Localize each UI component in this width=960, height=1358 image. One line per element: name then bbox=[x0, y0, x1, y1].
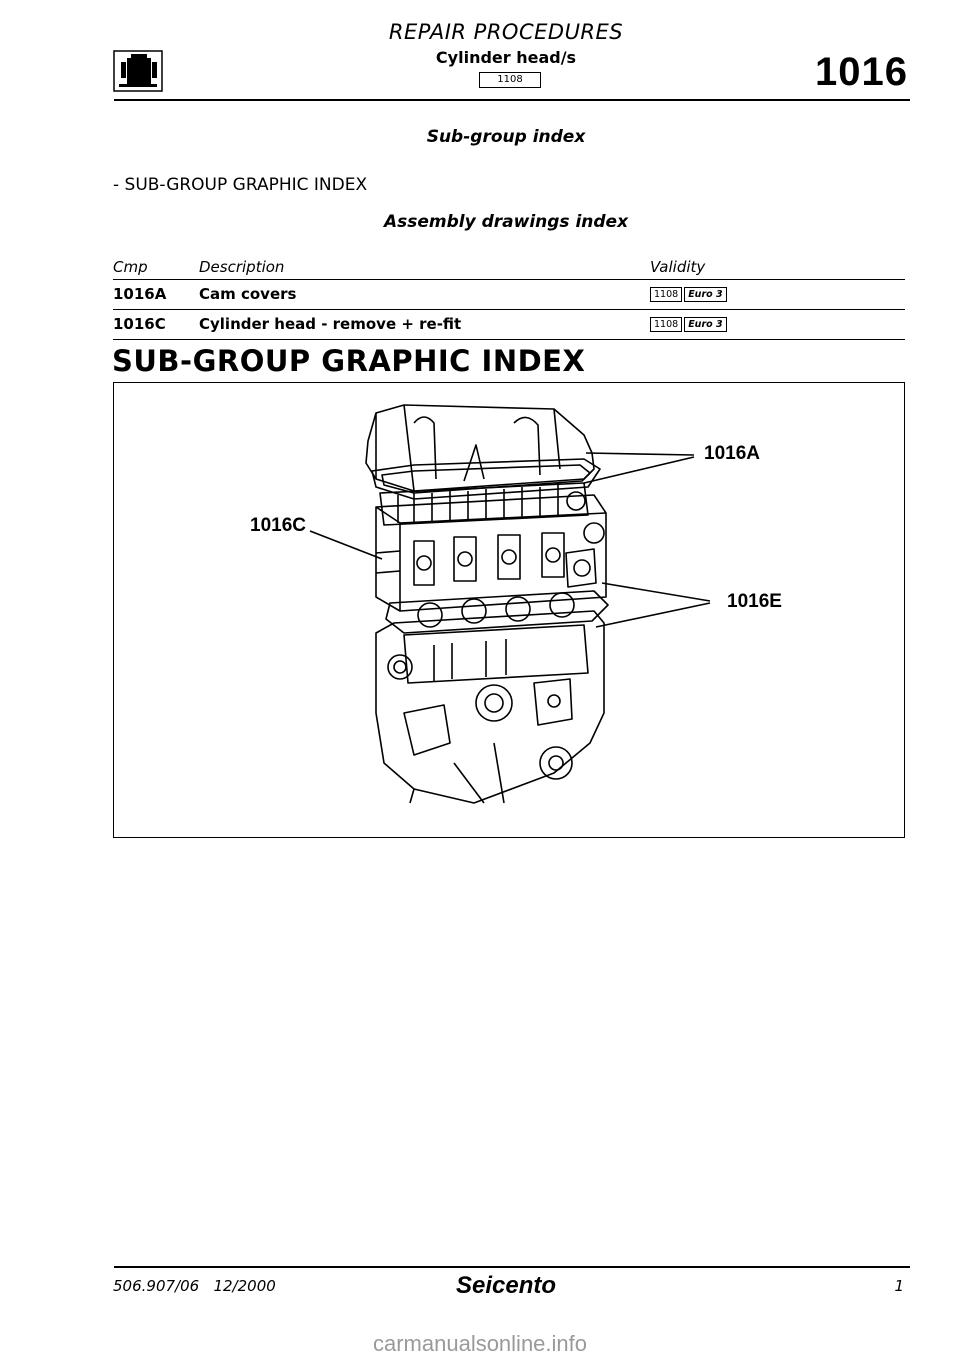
row-cmp: 1016C bbox=[113, 315, 166, 333]
page-subtitle: Cylinder head/s bbox=[435, 48, 577, 67]
graphic-index-title: SUB-GROUP GRAPHIC INDEX bbox=[112, 344, 586, 378]
emission-badge: Euro 3 bbox=[684, 287, 727, 302]
section-code: 1016 bbox=[815, 50, 908, 94]
table-divider bbox=[113, 339, 905, 340]
callout-1016c: 1016C bbox=[250, 515, 306, 536]
column-header-cmp: Cmp bbox=[113, 258, 148, 276]
document-number: 506.907/06 12/2000 bbox=[113, 1277, 276, 1295]
engine-badge: 1108 bbox=[479, 72, 541, 88]
section-heading: - SUB-GROUP GRAPHIC INDEX bbox=[113, 175, 368, 195]
table-divider bbox=[113, 309, 905, 310]
emission-badge: Euro 3 bbox=[684, 317, 727, 332]
exploded-engine-drawing bbox=[309, 404, 711, 804]
watermark: carmanualsonline.info bbox=[372, 1331, 588, 1356]
engine-badge: 1108 bbox=[650, 287, 683, 302]
subgroup-index-label: Sub-group index bbox=[426, 127, 586, 147]
row-cmp: 1016A bbox=[113, 285, 167, 303]
row-description: Cam covers bbox=[199, 285, 297, 303]
header-rule bbox=[114, 99, 910, 101]
page-number: 1 bbox=[894, 1277, 904, 1295]
column-header-validity: Validity bbox=[650, 258, 706, 276]
table-row: 1016C Cylinder head - remove + re-fit 11… bbox=[113, 311, 905, 337]
model-name: Seicento bbox=[455, 1272, 557, 1299]
page-title: REPAIR PROCEDURES bbox=[388, 20, 624, 44]
engine-badge: 1108 bbox=[650, 317, 683, 332]
table-divider bbox=[113, 279, 905, 280]
engine-section-icon bbox=[113, 50, 163, 92]
assembly-drawings-title: Assembly drawings index bbox=[383, 212, 629, 232]
callout-1016a: 1016A bbox=[704, 443, 760, 464]
callout-1016e: 1016E bbox=[727, 591, 782, 612]
row-description: Cylinder head - remove + re-fit bbox=[199, 315, 462, 333]
footer-rule bbox=[114, 1266, 910, 1268]
assembly-drawing-frame: 1016A 1016C 1016E bbox=[113, 382, 905, 838]
column-header-description: Description bbox=[199, 258, 285, 276]
